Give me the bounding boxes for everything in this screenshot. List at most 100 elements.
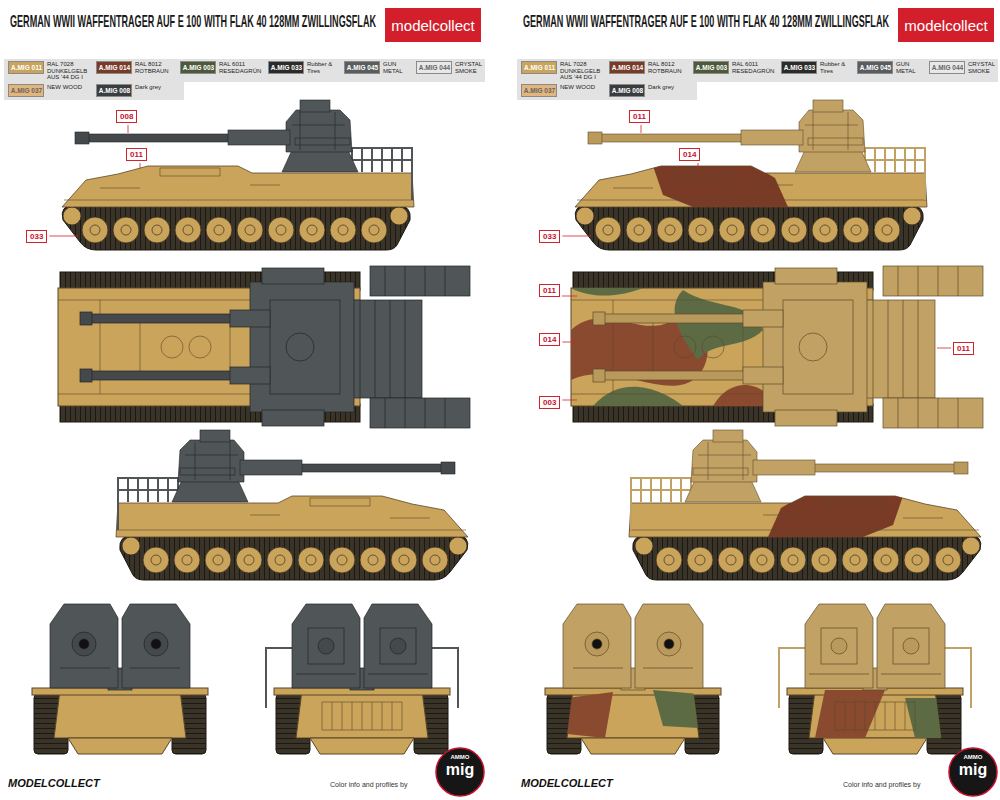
color-swatch: A.MIG 011 xyxy=(8,61,44,74)
side-view xyxy=(629,498,979,530)
ammo-logo-text: mig xyxy=(959,761,987,779)
color-swatch: A.MIG 003 xyxy=(693,61,729,74)
legend-text: CRYSTAL SMOKE xyxy=(968,61,998,74)
side-view xyxy=(575,166,927,250)
color-strip xyxy=(517,59,998,82)
camouflage xyxy=(571,288,775,406)
legend-text: RAL 8012 ROTBRAUN xyxy=(135,61,175,74)
front-view xyxy=(563,604,703,690)
color-swatch: A.MIG 014 xyxy=(609,61,645,74)
legend-text: GUN METAL xyxy=(896,61,924,74)
callout-text: 014 xyxy=(683,149,696,160)
side-view xyxy=(116,498,466,530)
callout-number: 011 xyxy=(953,342,974,355)
callout-text: 003 xyxy=(543,397,556,408)
leader-line xyxy=(937,348,951,349)
brand-name: MODELCOLLECT xyxy=(8,777,100,789)
rear-view xyxy=(835,702,915,730)
ammo-logo-text: mig xyxy=(446,761,474,779)
color-swatch: A.MIG 014 xyxy=(96,61,132,74)
legend-text: NEW WOOD xyxy=(47,84,91,91)
front-view xyxy=(545,688,721,754)
leader-line xyxy=(562,236,591,237)
side-view xyxy=(588,100,925,200)
top-view xyxy=(58,266,470,428)
callout-text: 011 xyxy=(543,285,556,296)
legend-text: RAL 8012 ROTBRAUN xyxy=(648,61,688,74)
legend-text: RAL 6011 RESEDAGRÜN xyxy=(732,61,776,74)
color-swatch: A.MIG 045 xyxy=(344,61,380,74)
callout-text: 011 xyxy=(130,149,143,160)
paint-code: A.MIG 003 xyxy=(181,62,216,74)
callout-text: 011 xyxy=(957,343,970,354)
leader-line xyxy=(49,236,78,237)
paint-code: A.MIG 044 xyxy=(930,62,965,74)
camouflage xyxy=(815,690,885,738)
color-swatch: A.MIG 003 xyxy=(180,61,216,74)
ammo-logo-text: AMMO xyxy=(964,754,983,761)
callout-number: 014 xyxy=(539,333,560,346)
paint-code: A.MIG 033 xyxy=(782,62,817,74)
paint-code: A.MIG 011 xyxy=(9,62,44,74)
side-view xyxy=(116,430,468,580)
side-view xyxy=(118,430,455,530)
callout-number: 008 xyxy=(116,110,137,123)
paint-code: A.MIG 003 xyxy=(694,62,729,74)
top-view xyxy=(593,266,983,428)
color-swatch: A.MIG 037 xyxy=(521,84,557,97)
camouflage xyxy=(571,288,643,296)
paint-code: A.MIG 008 xyxy=(610,85,645,97)
leader-line xyxy=(562,342,577,343)
callout-text: 008 xyxy=(120,111,133,122)
rear-view xyxy=(266,604,458,754)
right-sheet xyxy=(517,59,998,796)
credit-note: Color info and profiles by xyxy=(843,781,920,789)
brand-logo: modelcollect xyxy=(898,8,994,42)
logo-text: modelcollect xyxy=(391,17,474,34)
camouflage xyxy=(653,690,699,728)
ammo-logo-text: AMMO xyxy=(451,754,470,761)
rear-view xyxy=(787,688,963,754)
leader-line xyxy=(698,163,699,167)
front-view xyxy=(545,604,721,754)
camouflage xyxy=(815,690,941,738)
callout-number: 011 xyxy=(126,148,147,161)
top-view xyxy=(80,266,470,428)
sheet-title: GERMAN WWII WAFFENTRAGER AUF E 100 WITH … xyxy=(523,13,889,32)
camouflage xyxy=(593,387,683,406)
paint-code: A.MIG 011 xyxy=(522,62,557,74)
side-view xyxy=(64,168,414,200)
side-view xyxy=(629,430,981,580)
legend-text: RAL 7028 DUNKELGELB AUS '44 DG I xyxy=(47,61,91,81)
brand-name: MODELCOLLECT xyxy=(521,777,613,789)
color-swatch: A.MIG 033 xyxy=(268,61,304,74)
side-view xyxy=(629,496,981,580)
color-strip xyxy=(4,59,485,82)
side-view xyxy=(577,168,927,200)
color-swatch: A.MIG 045 xyxy=(857,61,893,74)
leader-line xyxy=(562,400,577,401)
callout-number: 011 xyxy=(629,110,650,123)
rear-view xyxy=(779,604,971,708)
callout-number: 014 xyxy=(679,148,700,161)
callout-text: 011 xyxy=(633,111,646,122)
left-sheet xyxy=(4,59,485,796)
legend-text: CRYSTAL SMOKE xyxy=(455,61,485,74)
callout-number: 003 xyxy=(539,396,560,409)
paint-code: A.MIG 045 xyxy=(858,62,893,74)
paint-code: A.MIG 014 xyxy=(97,62,132,74)
rear-view xyxy=(274,688,450,754)
side-view xyxy=(631,430,968,530)
color-swatch: A.MIG 008 xyxy=(609,84,645,97)
color-swatch: A.MIG 037 xyxy=(8,84,44,97)
color-swatch: A.MIG 011 xyxy=(521,61,557,74)
rear-view xyxy=(266,604,458,708)
side-view xyxy=(75,100,412,200)
rear-view xyxy=(779,604,971,754)
legend-text: RAL 7028 DUNKELGELB AUS '44 DG I xyxy=(560,61,604,81)
color-swatch: A.MIG 008 xyxy=(96,84,132,97)
legend-text: Dark grey xyxy=(135,84,179,91)
ammo-logo xyxy=(949,748,997,796)
callout-number: 033 xyxy=(539,230,560,243)
